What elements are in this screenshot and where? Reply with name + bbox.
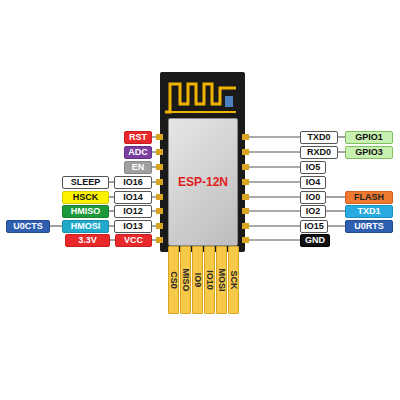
pin-label: HMOSI	[71, 221, 101, 232]
pin-tag: GPIO1	[345, 131, 393, 144]
pin-tag: TXD0	[300, 131, 338, 144]
pin-label: TXD1	[357, 206, 380, 217]
pin-label: FLASH	[354, 192, 384, 203]
pin-label: IO2	[306, 206, 321, 217]
pin-label: U0CTS	[13, 221, 43, 232]
pin-tag: VCC	[115, 234, 152, 247]
pin-tag: IO12	[114, 205, 152, 218]
pin-label: MISO	[181, 268, 191, 291]
antenna-feed	[165, 111, 236, 113]
pin-label: VCC	[124, 235, 143, 246]
pin-link	[328, 226, 345, 227]
pin-label: IO5	[306, 162, 321, 173]
pin-label: SCK	[229, 270, 239, 289]
module-shield: ESP-12N	[168, 118, 238, 246]
bottom-pad: IO10	[204, 246, 215, 314]
pin-tag: U0RTS	[345, 220, 393, 233]
pin-label: IO16	[123, 177, 143, 188]
pin-tag: SLEEP	[62, 176, 109, 189]
bottom-pad: MOSI	[216, 246, 227, 314]
pin-label: IO14	[123, 192, 143, 203]
pin-tag: IO13	[114, 220, 152, 233]
pin-label: GPIO3	[355, 147, 383, 158]
bottom-pad: SCK	[228, 246, 239, 314]
pin-label: HSCK	[73, 192, 99, 203]
right-pins	[242, 134, 249, 243]
pin-tag: IO4	[300, 176, 326, 189]
pin-label: RXD0	[307, 147, 331, 158]
pin-link	[50, 226, 62, 227]
pin-tag: EN	[124, 161, 152, 174]
pin-tag: U0CTS	[6, 220, 50, 233]
bottom-pad: CS0	[168, 246, 179, 314]
chip-component	[225, 96, 233, 107]
pin-label: HMISO	[71, 206, 101, 217]
pin-tag: IO14	[114, 191, 152, 204]
pin-tag: 3.3V	[65, 234, 110, 247]
pin-tag: HMISO	[62, 205, 109, 218]
pin-label: IO4	[306, 177, 321, 188]
pin-label: MOSI	[217, 268, 227, 291]
pin-tag: IO16	[114, 176, 152, 189]
antenna-trace	[165, 84, 236, 112]
pin-tag: IO5	[300, 161, 326, 174]
pin-label: TXD0	[307, 132, 330, 143]
pin-link	[326, 211, 345, 212]
pin-link	[326, 197, 345, 198]
pin-link	[338, 152, 345, 153]
pin-label: IO9	[193, 273, 203, 288]
pin-label: ESP-12N	[178, 177, 228, 188]
pin-label: ADC	[128, 147, 148, 158]
pin-label: GPIO1	[355, 132, 383, 143]
pin-label: IO12	[123, 206, 143, 217]
pin-label: U0RTS	[354, 221, 384, 232]
pin-tag: GPIO3	[345, 146, 393, 159]
pin-tag: FLASH	[345, 191, 393, 204]
pin-label: SLEEP	[71, 177, 101, 188]
pin-tag: RST	[124, 131, 152, 144]
pin-label: RST	[129, 132, 147, 143]
pin-tag: IO0	[300, 191, 326, 204]
pin-label: EN	[132, 162, 145, 173]
pin-label: IO13	[123, 221, 143, 232]
bottom-pad: MISO	[180, 246, 191, 314]
pin-tag: TXD1	[345, 205, 393, 218]
module-board	[160, 72, 245, 252]
pin-label: IO15	[304, 221, 324, 232]
left-pins	[156, 134, 163, 243]
pin-tag: GND	[300, 234, 330, 247]
bottom-pad: IO9	[192, 246, 203, 314]
pin-tag: IO15	[300, 220, 328, 233]
pin-tag: HMOSI	[62, 220, 109, 233]
pin-tag: ADC	[124, 146, 152, 159]
pin-tag: HSCK	[62, 191, 109, 204]
pin-link	[338, 137, 345, 138]
pin-label: IO0	[306, 192, 321, 203]
pin-label: GND	[305, 235, 325, 246]
pin-label: IO10	[205, 270, 215, 290]
pin-label: 3.3V	[78, 235, 97, 246]
pin-tag: RXD0	[300, 146, 338, 159]
pin-tag: IO2	[300, 205, 326, 218]
pin-label: CS0	[169, 271, 179, 289]
